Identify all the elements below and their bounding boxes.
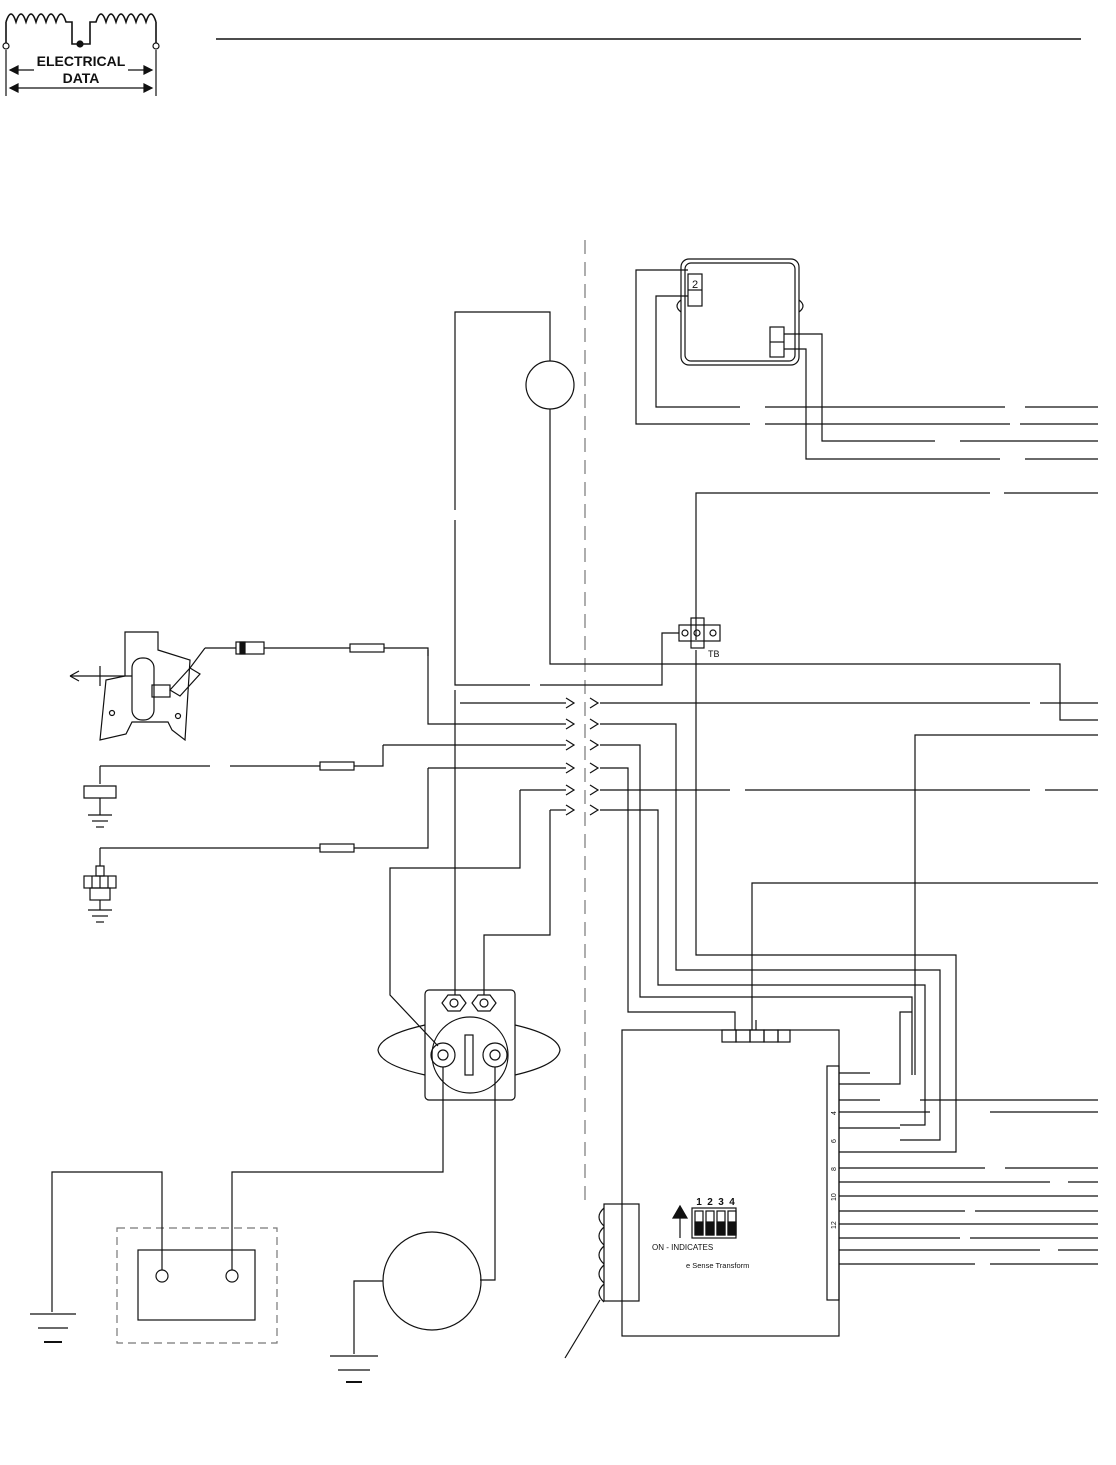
fuel-solenoid [69,631,206,742]
dip-number-4: 4 [729,1197,735,1208]
dip-number-2: 2 [707,1197,713,1208]
logo-line-2: DATA [63,70,100,86]
terminal-block-label: TB [708,649,720,659]
sensor-1 [83,766,117,828]
terminal-block [678,617,721,649]
sensor-2 [83,848,117,923]
starter-contactor [377,989,561,1101]
logo-line-1: ELECTRICAL [37,53,126,69]
controller-board [564,1029,840,1359]
starter-motor [382,1231,482,1331]
pin-number-12: 12 [831,1221,838,1229]
ground-symbol-2 [330,1355,378,1383]
sense-transformer-label: e Sense Transform [686,1261,749,1270]
pin-number-8: 8 [831,1167,838,1171]
battery [116,1227,278,1344]
control-box [676,258,804,366]
pin-number-6: 6 [831,1139,838,1143]
dip-number-1: 1 [696,1197,702,1208]
pin-number-4: 4 [831,1111,838,1115]
ground-symbol-1 [30,1313,76,1343]
pin-number-10: 10 [831,1193,838,1201]
upper-component-circle [525,360,575,410]
box-number-label: 2 [692,279,698,291]
dip-number-3: 3 [718,1197,724,1208]
dip-on-indicates: ON - INDICATES [652,1243,713,1252]
electrical-data-logo [2,13,160,96]
connector-pairs [565,697,600,816]
